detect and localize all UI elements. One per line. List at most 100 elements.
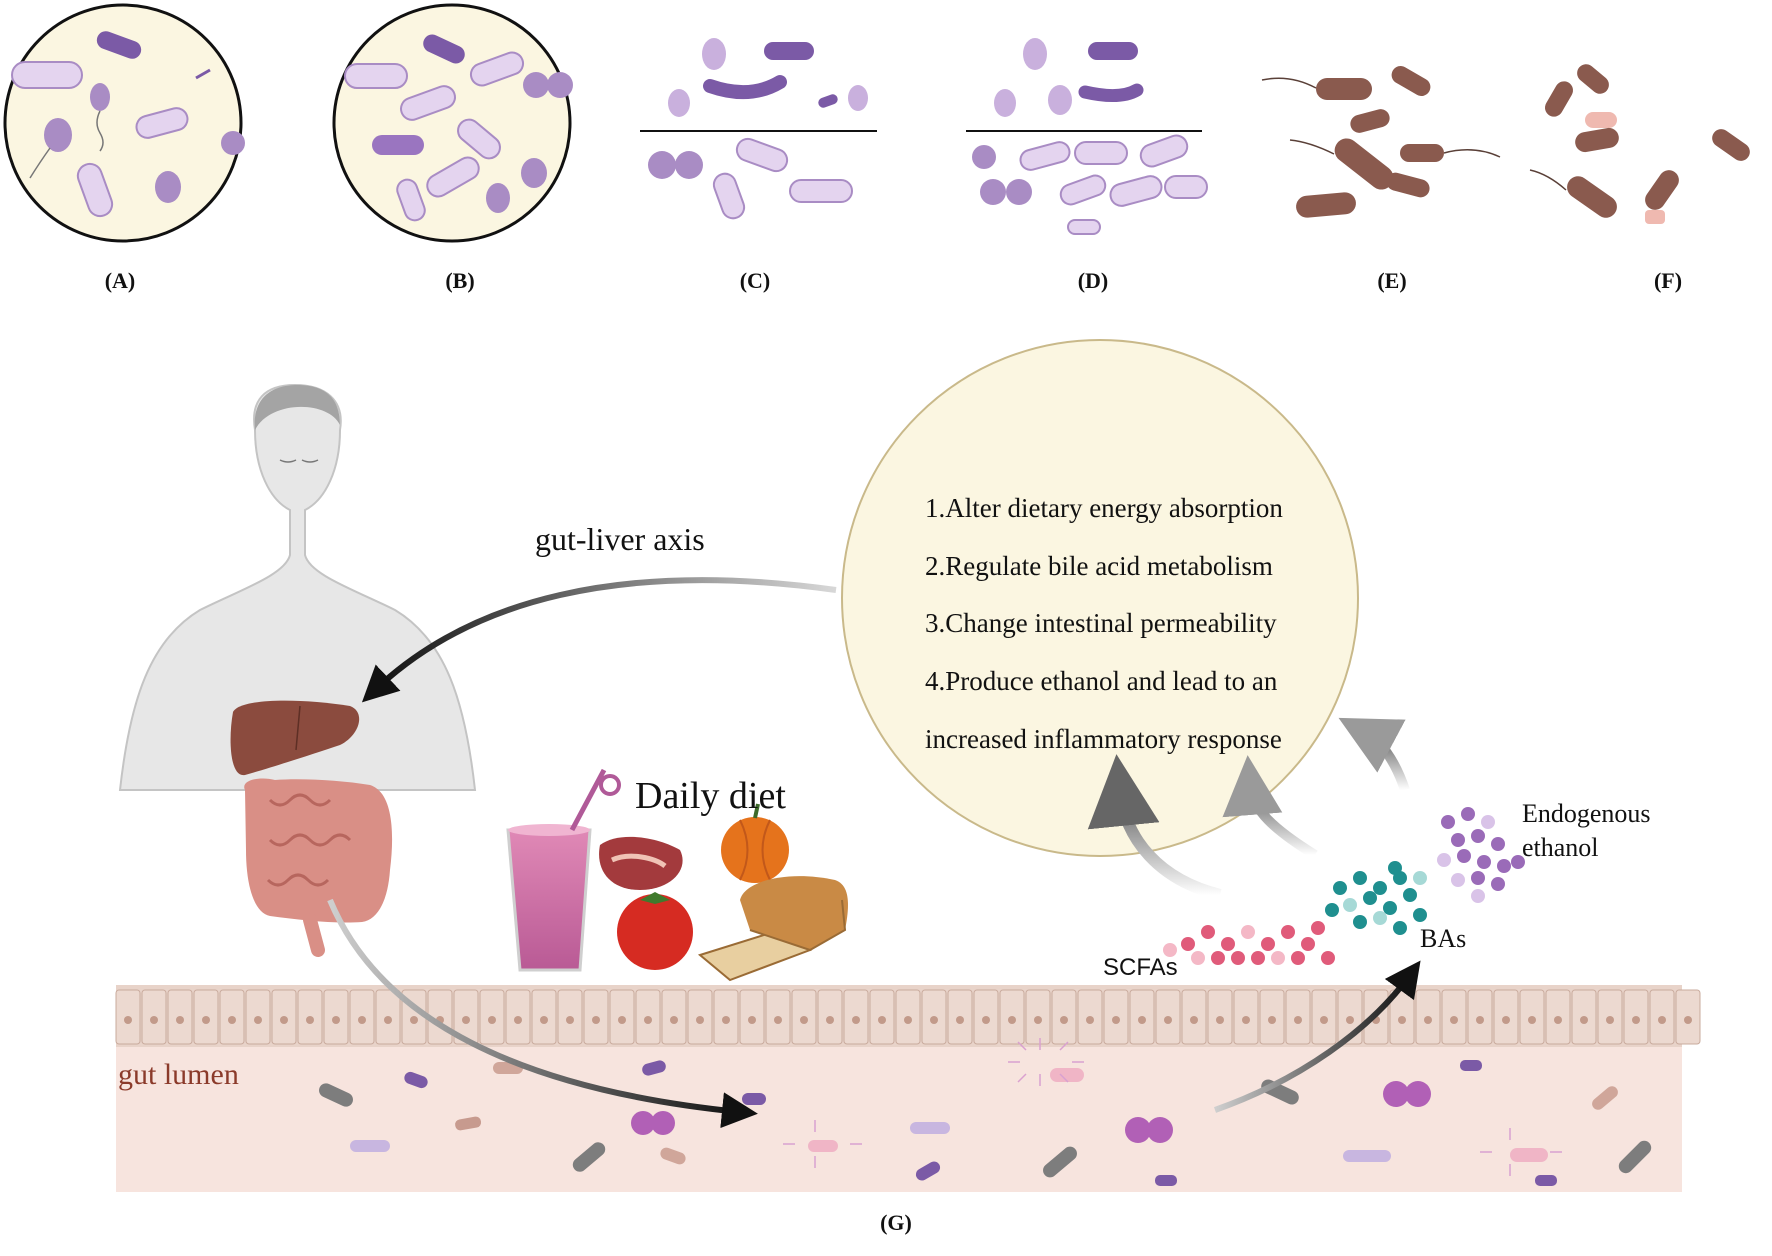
scfa-dot [1261, 937, 1275, 951]
ethanol-dot [1437, 853, 1451, 867]
scfa-dot [1231, 951, 1245, 965]
panel-c-label: (C) [740, 268, 771, 293]
ba-dot [1413, 871, 1427, 885]
cell-nucleus [254, 1016, 262, 1024]
ethanol-dot [1451, 873, 1465, 887]
ethanol-dot [1497, 859, 1511, 873]
mechanism-circle [841, 339, 1359, 857]
cell-nucleus [1684, 1016, 1692, 1024]
ba-dot [1388, 861, 1402, 875]
cell-nucleus [306, 1016, 314, 1024]
panel-a-illustration [3, 3, 245, 243]
cell-nucleus [358, 1016, 366, 1024]
cell-nucleus [1268, 1016, 1276, 1024]
cell-nucleus [488, 1016, 496, 1024]
ba-dot [1373, 881, 1387, 895]
scfa-dot [1201, 925, 1215, 939]
cell-nucleus [1346, 1016, 1354, 1024]
gut-lumen-area [116, 1047, 1682, 1192]
panel-e-label: (E) [1377, 268, 1406, 293]
cell-nucleus [384, 1016, 392, 1024]
cell-nucleus [852, 1016, 860, 1024]
mechanism-item-4: 4.Produce ethanol and lead to an [925, 666, 1278, 696]
scfa-dot [1291, 951, 1305, 965]
cell-nucleus [202, 1016, 210, 1024]
ba-dot [1393, 921, 1407, 935]
cell-nucleus [774, 1016, 782, 1024]
gut-liver-axis-label: gut-liver axis [535, 521, 705, 557]
ethanol-dot [1491, 837, 1505, 851]
cell-nucleus [1112, 1016, 1120, 1024]
cell-nucleus [1086, 1016, 1094, 1024]
intestine-icon [244, 778, 393, 957]
cell-nucleus [670, 1016, 678, 1024]
cell-nucleus [1450, 1016, 1458, 1024]
cell-nucleus [1398, 1016, 1406, 1024]
cell-nucleus [1138, 1016, 1146, 1024]
panel-d-label: (D) [1078, 268, 1109, 293]
cell-nucleus [462, 1016, 470, 1024]
scfa-dot [1281, 925, 1295, 939]
ethanol-dot [1477, 855, 1491, 869]
cell-nucleus [722, 1016, 730, 1024]
lumen-to-metabolites-arrow [1214, 960, 1421, 1113]
ba-dot [1363, 891, 1377, 905]
diet-food-illustration [506, 768, 848, 982]
ethanol-dot [1471, 829, 1485, 843]
cell-nucleus [1008, 1016, 1016, 1024]
ethanol-dot [1481, 815, 1495, 829]
epithelial-cells [115, 989, 1701, 1045]
cell-nucleus [904, 1016, 912, 1024]
cell-nucleus [1528, 1016, 1536, 1024]
ethanol-dot [1441, 815, 1455, 829]
ba-dot [1353, 915, 1367, 929]
ethanol-label-line2: ethanol [1522, 833, 1599, 862]
scfa-dot [1241, 925, 1255, 939]
gut-lumen-label: gut lumen [118, 1058, 239, 1091]
ba-dot [1413, 908, 1427, 922]
ba-dot [1333, 881, 1347, 895]
lumen-bacteria [319, 1038, 1652, 1186]
cell-nucleus [1424, 1016, 1432, 1024]
ethanol-dot [1471, 889, 1485, 903]
panel-b-label: (B) [445, 268, 474, 293]
cell-nucleus [930, 1016, 938, 1024]
cell-nucleus [696, 1016, 704, 1024]
scfa-dot [1271, 951, 1285, 965]
panel-d-illustration [966, 38, 1208, 235]
ba-up-arrow [1222, 755, 1318, 860]
ba-dots [1325, 861, 1427, 935]
scfa-dot [1321, 951, 1335, 965]
ba-dot [1403, 888, 1417, 902]
cell-nucleus [150, 1016, 158, 1024]
ethanol-dot [1511, 855, 1525, 869]
mechanism-item-2: 2.Regulate bile acid metabolism [925, 551, 1273, 581]
mechanism-item-5: increased inflammatory response [925, 724, 1282, 754]
cell-nucleus [748, 1016, 756, 1024]
diet-title: Daily diet [635, 775, 786, 817]
ethanol-dot [1491, 877, 1505, 891]
ethanol-label-line1: Endogenous [1522, 799, 1651, 828]
scfas-label: SCFAs [1103, 954, 1178, 981]
cell-nucleus [1502, 1016, 1510, 1024]
cell-nucleus [1606, 1016, 1614, 1024]
mechanism-item-1: 1.Alter dietary energy absorption [925, 493, 1283, 523]
ethanol-dot [1457, 849, 1471, 863]
scfa-dot [1191, 951, 1205, 965]
panel-c-illustration [640, 38, 877, 220]
panel-f-label: (F) [1654, 268, 1682, 293]
scfa-up-arrow [1087, 754, 1222, 901]
cell-nucleus [332, 1016, 340, 1024]
ethanol-dot [1471, 871, 1485, 885]
scfa-dot [1181, 937, 1195, 951]
cell-nucleus [176, 1016, 184, 1024]
scfa-dot [1251, 951, 1265, 965]
cell-nucleus [410, 1016, 418, 1024]
panel-a-label: (A) [105, 268, 136, 293]
scfa-dot [1163, 943, 1177, 957]
cell-nucleus [1580, 1016, 1588, 1024]
cell-nucleus [540, 1016, 548, 1024]
scfa-dot [1221, 937, 1235, 951]
ethanol-dots [1437, 807, 1525, 903]
panel-g-label: (G) [880, 1210, 912, 1235]
